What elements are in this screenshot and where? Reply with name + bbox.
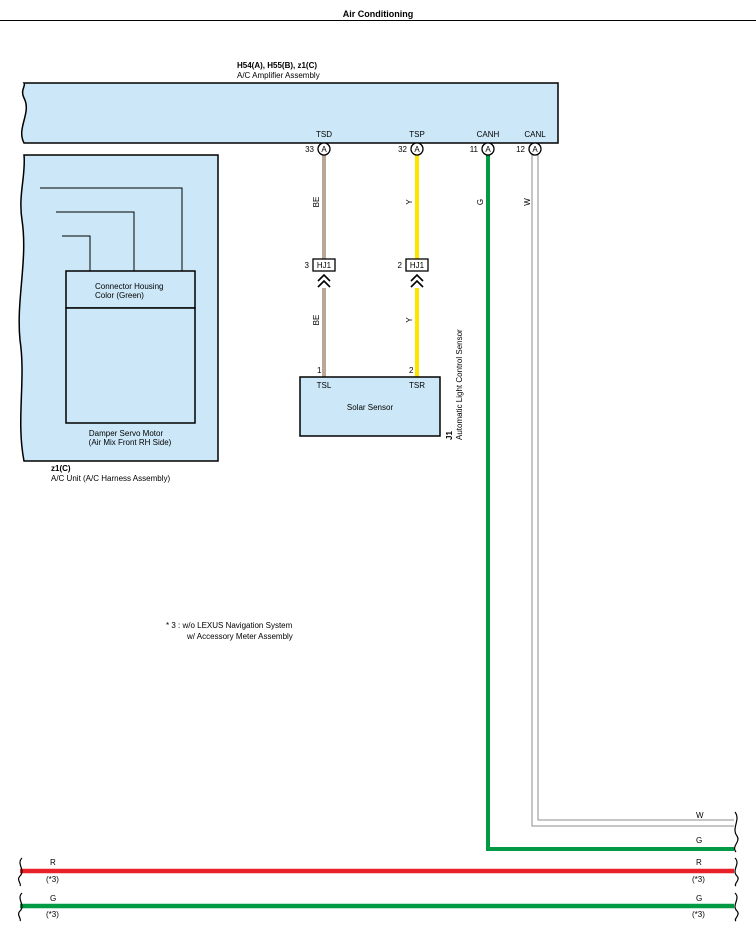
wire-green-code-right: G bbox=[696, 894, 702, 903]
break-mark-left-green bbox=[17, 892, 23, 922]
pin-canh-number: 11 bbox=[470, 145, 479, 154]
terminal-tsd-label: TSD bbox=[316, 130, 332, 139]
break-mark-left-red bbox=[17, 857, 23, 887]
ac-unit-wire-3 bbox=[62, 235, 91, 271]
svg-text:HJ1: HJ1 bbox=[317, 261, 332, 270]
wire-canh bbox=[486, 155, 734, 851]
wire-tsd-code-lower: BE bbox=[312, 315, 321, 326]
right-label-g: G bbox=[696, 836, 702, 845]
solar-sensor-name: Solar Sensor bbox=[347, 403, 394, 412]
diagram-title: Air Conditioning bbox=[343, 9, 413, 19]
pin-tsp: A 32 bbox=[398, 142, 424, 156]
junction-hj1-tsd-pin: 3 bbox=[305, 261, 310, 270]
amplifier-connectors: H54(A), H55(B), z1(C) bbox=[237, 61, 317, 70]
terminal-canl-label: CANL bbox=[524, 130, 546, 139]
wire-green-note-right: (*3) bbox=[692, 910, 705, 919]
wire-canl-inner bbox=[537, 155, 734, 821]
wire-red-code-right: R bbox=[696, 858, 702, 867]
solar-sensor-side-label: Automatic Light Control Sensor bbox=[455, 329, 464, 440]
svg-text:HJ1: HJ1 bbox=[410, 261, 425, 270]
terminal-canh-label: CANH bbox=[477, 130, 500, 139]
svg-text:A: A bbox=[485, 145, 491, 154]
pin-canl: A 12 bbox=[516, 142, 542, 156]
pin-canh: A 11 bbox=[470, 142, 495, 156]
ac-unit-connector: z1(C) bbox=[51, 464, 71, 473]
ac-unit-wire-2 bbox=[56, 211, 135, 271]
junction-hj1-tsp-pin: 2 bbox=[398, 261, 403, 270]
svg-text:A: A bbox=[414, 145, 420, 154]
right-label-w: W bbox=[696, 811, 704, 820]
footnote-line-1: * 3 : w/o LEXUS Navigation System bbox=[166, 621, 293, 630]
junction-arrow-icon bbox=[410, 273, 424, 288]
amplifier-name: A/C Amplifier Assembly bbox=[237, 71, 320, 80]
break-mark-right-red bbox=[734, 857, 739, 887]
wire-green-code-left: G bbox=[50, 894, 56, 903]
pin-tsd: A 33 bbox=[305, 142, 331, 156]
break-mark-right-green bbox=[734, 892, 739, 922]
wire-canh-code: G bbox=[476, 199, 485, 205]
wire-tsp-code-lower: Y bbox=[405, 317, 414, 323]
solar-sensor: 1 2 TSL TSR Solar Sensor bbox=[299, 366, 441, 437]
svg-text:A: A bbox=[321, 145, 327, 154]
pin-tsd-number: 33 bbox=[305, 145, 314, 154]
break-mark-right-upper bbox=[734, 811, 739, 853]
wire-red-code-left: R bbox=[50, 858, 56, 867]
amplifier-box bbox=[21, 82, 559, 144]
solar-pin-2-number: 2 bbox=[409, 366, 414, 375]
connector-housing bbox=[65, 270, 196, 309]
svg-text:A: A bbox=[532, 145, 538, 154]
ac-unit-name: A/C Unit (A/C Harness Assembly) bbox=[51, 474, 170, 483]
wire-canl-outer bbox=[531, 155, 734, 827]
connector-housing-label-2: Color (Green) bbox=[95, 291, 144, 300]
damper-servo-motor-label-2: (Air Mix Front RH Side) bbox=[89, 438, 172, 447]
wire-green-note-left: (*3) bbox=[46, 910, 59, 919]
junction-arrow-icon bbox=[317, 273, 331, 288]
damper-servo-motor bbox=[65, 307, 196, 424]
wire-red-note-right: (*3) bbox=[692, 875, 705, 884]
solar-pin-1-number: 1 bbox=[317, 366, 322, 375]
damper-servo-motor-label-1: Damper Servo Motor bbox=[89, 429, 164, 438]
junction-hj1-tsd: HJ1 3 bbox=[305, 258, 336, 288]
solar-pin-tsr: TSR bbox=[409, 381, 425, 390]
wire-canl-code: W bbox=[523, 198, 532, 206]
connector-housing-label-1: Connector Housing bbox=[95, 282, 163, 291]
pin-tsp-number: 32 bbox=[398, 145, 407, 154]
solar-pin-tsl: TSL bbox=[317, 381, 332, 390]
wire-tsp-code-upper: Y bbox=[405, 199, 414, 205]
pin-canl-number: 12 bbox=[516, 145, 525, 154]
ac-unit-wire-1 bbox=[40, 187, 183, 271]
footnote-line-2: w/ Accessory Meter Assembly bbox=[186, 632, 293, 641]
wire-red-note-left: (*3) bbox=[46, 875, 59, 884]
wire-tsd-code-upper: BE bbox=[312, 197, 321, 208]
junction-hj1-tsp: HJ1 2 bbox=[398, 258, 429, 288]
terminal-tsp-label: TSP bbox=[409, 130, 425, 139]
solar-sensor-connector: J1 bbox=[445, 431, 454, 440]
